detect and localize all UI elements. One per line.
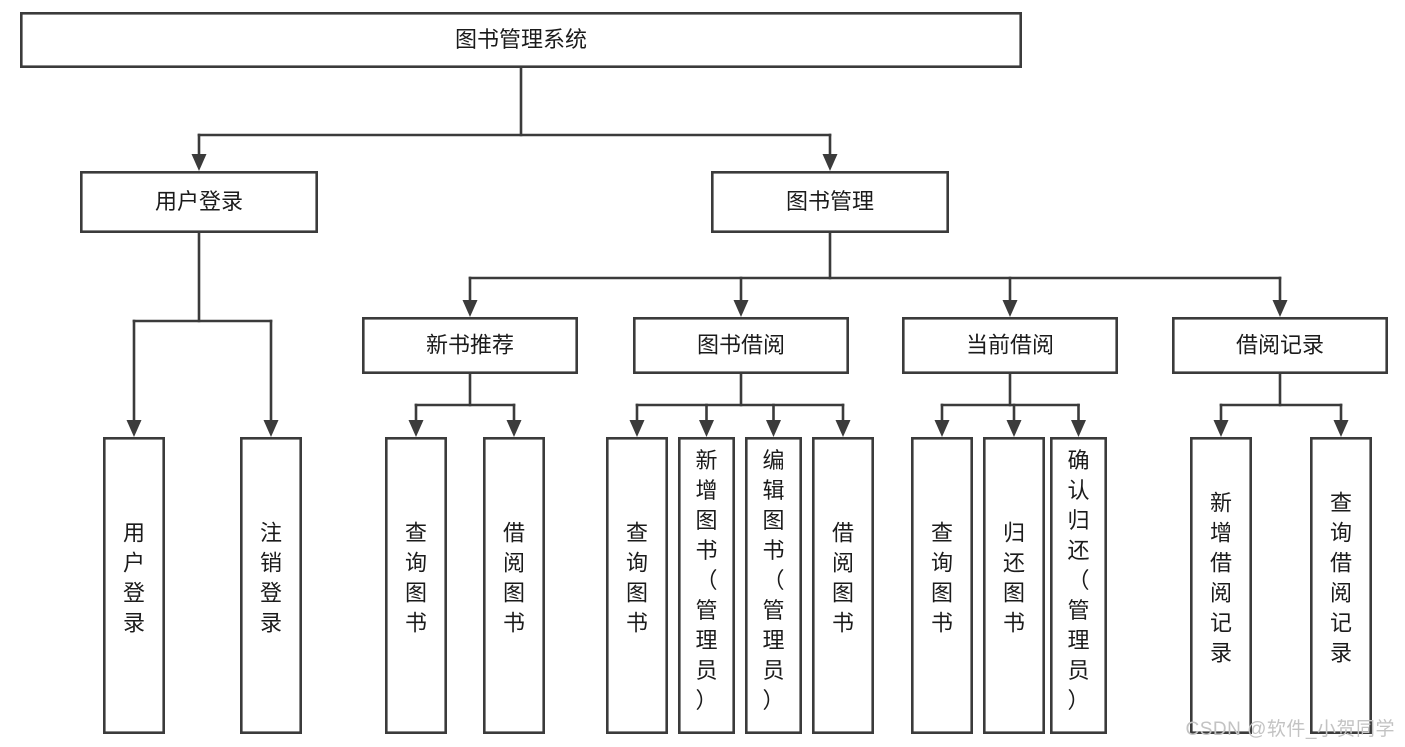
node-leaf-query-book-3[interactable]: 查询图书 [910,436,973,734]
node-box-newbook [361,316,578,374]
node-label-leaf-add-record: 新增借阅记录 [1210,491,1232,666]
node-record[interactable]: 借阅记录 [1172,316,1389,374]
node-label-leaf-query-record: 查询借阅记录 [1330,491,1352,666]
arrow-head-icon [629,420,645,437]
node-bookmgmt[interactable]: 图书管理 [710,171,949,234]
node-label-record: 借阅记录 [1236,332,1324,357]
node-box-leaf-logout [240,436,303,734]
node-label-bookmgmt: 图书管理 [786,189,874,214]
connector-group-current [934,372,1086,437]
node-label-leaf-borrow-book-2: 借阅图书 [832,521,854,636]
connector-group-record [1213,372,1349,437]
node-label-leaf-add-book: 新增图书（管理员） [695,448,717,713]
arrow-head-icon [1272,300,1288,317]
node-leaf-add-record[interactable]: 新增借阅记录 [1190,436,1253,734]
node-box-leaf-add-record [1190,436,1253,734]
node-box-leaf-edit-book [744,436,802,734]
node-label-borrow: 图书借阅 [697,332,785,357]
node-box-leaf-user-login [103,436,166,734]
arrow-head-icon [1071,420,1086,437]
arrow-head-icon [1006,420,1022,437]
node-box-root [19,12,1023,69]
node-box-borrow [632,316,849,374]
node-label-newbook: 新书推荐 [426,332,514,357]
connector-group-bookmgmt [462,231,1288,317]
node-box-record [1172,316,1389,374]
connector-group-newbook [408,372,522,437]
arrow-head-icon [1213,420,1229,437]
node-newbook[interactable]: 新书推荐 [361,316,578,374]
node-box-current [901,316,1118,374]
node-box-leaf-return-book [982,436,1045,734]
node-layer: 图书管理系统用户登录图书管理新书推荐图书借阅当前借阅借阅记录用户登录注销登录查询… [19,12,1389,734]
node-box-leaf-query-book-3 [910,436,973,734]
connector-layer [126,66,1349,437]
arrow-head-icon [408,420,424,437]
arrow-head-icon [835,420,851,437]
node-login[interactable]: 用户登录 [80,171,318,234]
node-borrow[interactable]: 图书借阅 [632,316,849,374]
node-leaf-query-book-2[interactable]: 查询图书 [605,436,668,734]
node-box-leaf-query-record [1310,436,1373,734]
node-box-leaf-query-book-1 [384,436,447,734]
arrow-head-icon [126,420,142,437]
node-label-login: 用户登录 [155,189,243,214]
arrow-head-icon [766,420,781,437]
node-label-root: 图书管理系统 [455,27,587,52]
connector-group-root [191,66,838,171]
node-leaf-borrow-book-1[interactable]: 借阅图书 [482,436,545,734]
connector-group-borrow [629,372,851,437]
arrow-head-icon [506,420,522,437]
node-box-leaf-query-book-2 [605,436,668,734]
node-leaf-add-book[interactable]: 新增图书（管理员） [677,436,735,734]
arrow-head-icon [1002,300,1018,317]
node-box-leaf-confirm-return [1050,436,1108,734]
node-box-login [80,171,318,234]
arrow-head-icon [733,300,749,317]
node-leaf-borrow-book-2[interactable]: 借阅图书 [811,436,874,734]
arrow-head-icon [1333,420,1349,437]
node-label-leaf-confirm-return: 确认归还（管理员） [1067,448,1089,713]
node-leaf-edit-book[interactable]: 编辑图书（管理员） [744,436,802,734]
node-label-leaf-query-book-2: 查询图书 [626,521,648,636]
connector-group-login [126,231,279,437]
node-leaf-logout[interactable]: 注销登录 [240,436,303,734]
node-box-leaf-borrow-book-2 [811,436,874,734]
node-leaf-query-book-1[interactable]: 查询图书 [384,436,447,734]
node-leaf-return-book[interactable]: 归还图书 [982,436,1045,734]
node-box-leaf-borrow-book-1 [482,436,545,734]
node-label-leaf-borrow-book-1: 借阅图书 [503,521,525,636]
arrow-head-icon [263,420,279,437]
arrow-head-icon [462,300,478,317]
node-label-leaf-return-book: 归还图书 [1003,521,1025,636]
node-leaf-query-record[interactable]: 查询借阅记录 [1310,436,1373,734]
node-label-leaf-logout: 注销登录 [260,521,282,636]
arrow-head-icon [191,154,207,171]
node-label-leaf-query-book-1: 查询图书 [405,521,427,636]
node-label-leaf-edit-book: 编辑图书（管理员） [762,448,784,713]
arrow-head-icon [699,420,714,437]
arrow-head-icon [822,154,838,171]
node-current[interactable]: 当前借阅 [901,316,1118,374]
node-leaf-confirm-return[interactable]: 确认归还（管理员） [1050,436,1108,734]
node-box-bookmgmt [710,171,949,234]
node-label-leaf-user-login: 用户登录 [123,521,145,636]
node-label-current: 当前借阅 [966,332,1054,357]
node-root[interactable]: 图书管理系统 [19,12,1023,69]
node-box-leaf-add-book [677,436,735,734]
node-label-leaf-query-book-3: 查询图书 [931,521,953,636]
node-leaf-user-login[interactable]: 用户登录 [103,436,166,734]
arrow-head-icon [934,420,950,437]
